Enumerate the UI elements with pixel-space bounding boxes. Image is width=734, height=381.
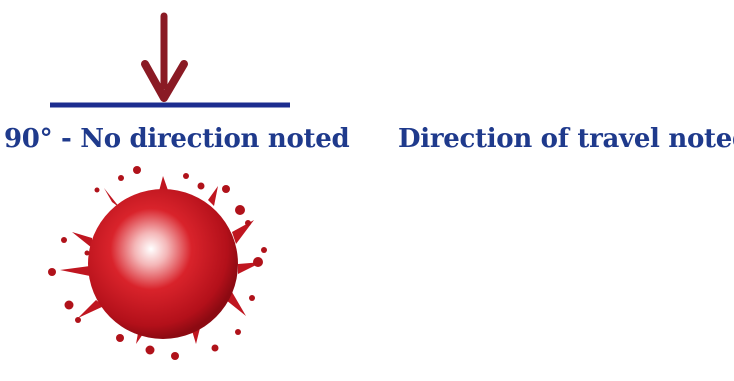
right-panel-label: Direction of travel noted bbox=[398, 126, 734, 152]
left-panel bbox=[48, 16, 290, 360]
left-panel-label: 90° - No direction noted bbox=[4, 126, 349, 152]
impact-arrow-icon bbox=[145, 16, 184, 98]
circular-blood-drop-icon bbox=[48, 166, 267, 360]
